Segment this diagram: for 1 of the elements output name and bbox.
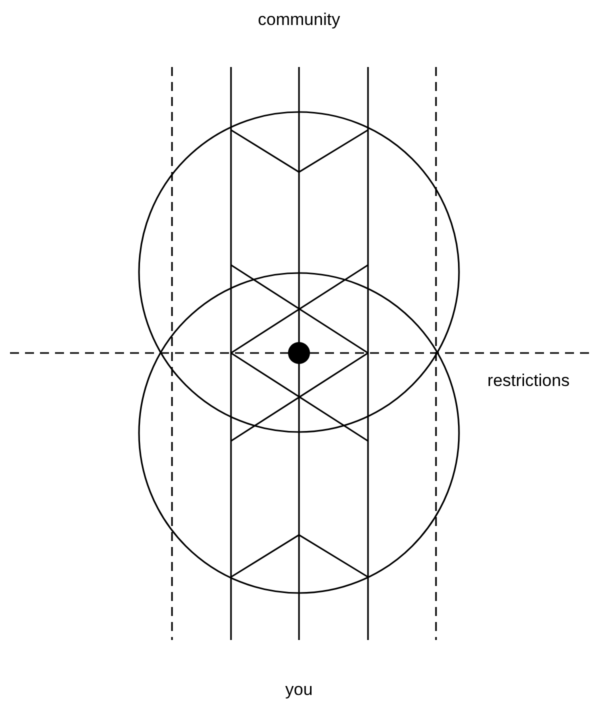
axis-label: community xyxy=(258,10,340,29)
